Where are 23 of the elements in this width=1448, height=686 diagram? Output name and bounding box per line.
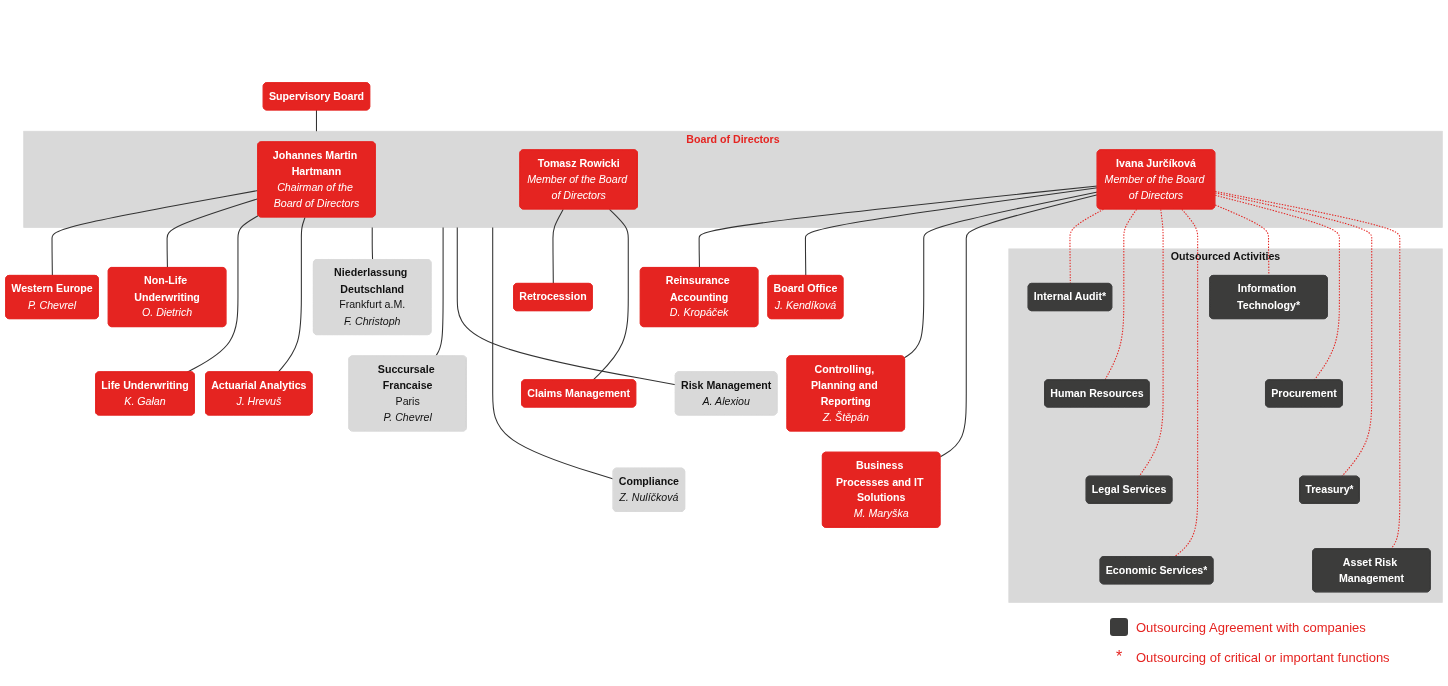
connector bbox=[435, 227, 444, 358]
connector bbox=[492, 227, 614, 481]
footnote-mark: * bbox=[1114, 648, 1124, 666]
connector bbox=[698, 185, 1099, 269]
legend-text: Outsourcing Agreement with companies bbox=[1136, 619, 1366, 635]
connector bbox=[456, 227, 677, 386]
connector bbox=[315, 109, 317, 133]
connector bbox=[277, 217, 306, 374]
connector bbox=[51, 190, 259, 277]
connector bbox=[371, 227, 374, 261]
connector bbox=[939, 194, 1099, 458]
connector bbox=[1214, 204, 1270, 277]
connector bbox=[1214, 192, 1373, 478]
connector bbox=[1214, 191, 1401, 550]
connector bbox=[804, 187, 1099, 277]
connector bbox=[592, 209, 629, 382]
connector bbox=[1173, 209, 1199, 558]
connector bbox=[186, 215, 260, 374]
connector bbox=[1214, 195, 1340, 382]
connector bbox=[552, 209, 564, 285]
connector bbox=[166, 198, 259, 269]
legend-text: Outsourcing of critical or important functions bbox=[1136, 649, 1390, 665]
connector bbox=[903, 191, 1099, 359]
